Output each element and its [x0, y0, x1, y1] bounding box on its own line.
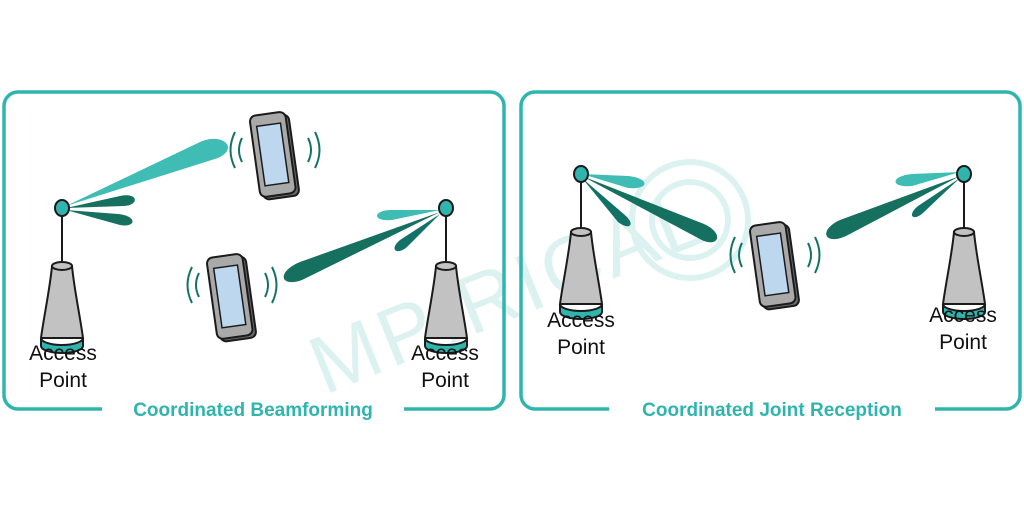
- panel-title: Coordinated Joint Reception: [642, 400, 902, 421]
- beam-side: [377, 210, 440, 221]
- access-point-label: Point: [939, 331, 987, 354]
- beam-main: [826, 176, 960, 240]
- panel-coordinated-beamforming: Coordinated Beamforming Access: [2, 90, 506, 421]
- beam-main: [66, 138, 229, 206]
- phone-icon: [205, 251, 258, 344]
- access-point-label: Access: [929, 304, 997, 327]
- phone-icon: [748, 219, 801, 312]
- access-point-tower-icon: [942, 165, 986, 320]
- beam-main: [582, 176, 718, 243]
- beam-main: [283, 212, 440, 283]
- access-point-label: Point: [557, 336, 605, 359]
- phone-icon: [248, 109, 301, 202]
- beam-side: [66, 210, 133, 226]
- beam-side: [582, 174, 645, 189]
- access-point-label: Point: [421, 369, 469, 392]
- access-point-tower-icon: [40, 199, 84, 354]
- access-point-label: Access: [547, 309, 615, 332]
- beam-side: [394, 214, 440, 252]
- beam-side: [911, 178, 960, 218]
- access-point-label: Point: [39, 369, 87, 392]
- beam-side: [66, 195, 135, 208]
- panel-coordinated-joint-reception: Coordinated Joint Reception Access Point…: [519, 90, 1022, 421]
- beam-side: [895, 172, 960, 187]
- access-point-label: Access: [411, 342, 479, 365]
- access-point-label: Access: [29, 342, 97, 365]
- panel-title: Coordinated Beamforming: [133, 400, 373, 421]
- beam-side: [582, 178, 631, 227]
